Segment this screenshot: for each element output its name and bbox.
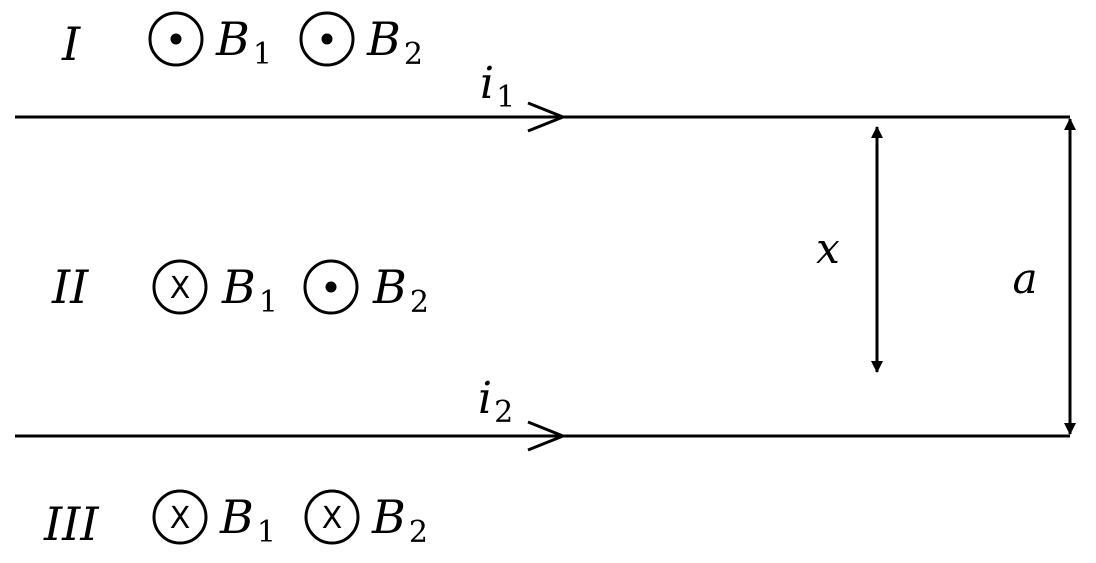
region-1-b2-dot-symbol xyxy=(299,11,355,67)
dimension-a: a xyxy=(1012,118,1076,435)
dimension-x: x xyxy=(816,126,883,373)
dimension-a-label: a xyxy=(1012,254,1037,303)
dot-icon xyxy=(325,281,337,293)
cross-icon: X xyxy=(322,501,343,536)
region-3-label: III xyxy=(43,497,99,551)
region-2-label: II xyxy=(51,260,89,314)
wire-1-current-arrow-icon xyxy=(527,101,568,133)
region-2-b1-cross-symbol: X xyxy=(152,259,208,315)
wire-1: i1 xyxy=(15,58,1070,133)
wire-2-current-label: i2 xyxy=(478,373,513,430)
wire-2: i2 xyxy=(15,373,1070,452)
region-2-b2-dot-symbol xyxy=(303,259,359,315)
dimension-x-label: x xyxy=(816,224,840,273)
region-3-b1-cross-symbol: X xyxy=(152,489,208,545)
dot-icon xyxy=(170,33,182,45)
region-1-b1-dot-symbol xyxy=(148,11,204,67)
region-1-label: I xyxy=(61,17,81,71)
wire-2-current-arrow-icon xyxy=(527,420,568,452)
cross-icon: X xyxy=(170,501,191,536)
dot-icon xyxy=(321,33,333,45)
cross-icon: X xyxy=(170,271,191,306)
region-3-b2-cross-symbol: X xyxy=(304,489,360,545)
wire-1-current-label: i1 xyxy=(480,58,515,115)
